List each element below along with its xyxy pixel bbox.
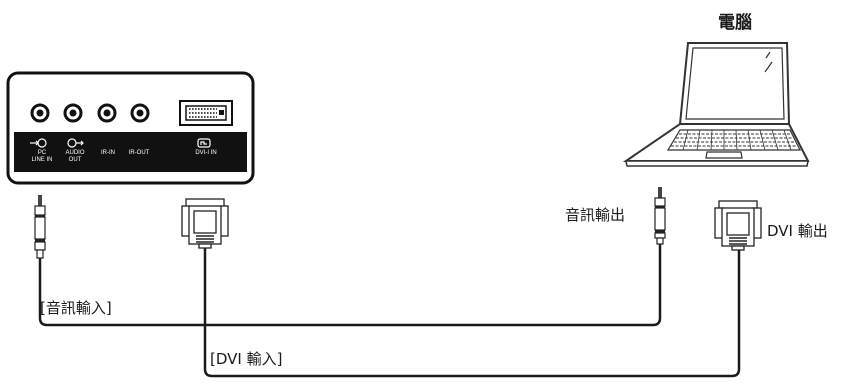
audio-cable bbox=[38, 242, 662, 327]
audio-input-label: [音訊輸入] bbox=[40, 299, 112, 317]
jack-ir-out bbox=[130, 103, 150, 123]
jack-ir-in bbox=[97, 103, 117, 123]
audio-output-label: 音訊輸出 bbox=[565, 206, 626, 224]
port-icons bbox=[30, 138, 211, 148]
dvi-output-label: DVI 輸出 bbox=[767, 222, 828, 240]
cables bbox=[38, 242, 741, 378]
dvi-port bbox=[179, 100, 233, 126]
dvi-plug-left bbox=[181, 198, 229, 249]
audio-plug-left bbox=[34, 195, 46, 259]
port-label-ir-in: IR-IN bbox=[101, 150, 115, 156]
port-label-audio-out: AUDIO OUT bbox=[65, 150, 85, 163]
port-label-pc-line-in: PC LINE IN bbox=[31, 150, 53, 163]
port-label-dvi-i-in: DVI-I IN bbox=[195, 150, 217, 156]
audio-out-icon bbox=[67, 138, 84, 148]
dvi-input-label: [DVI 輸入] bbox=[210, 350, 283, 368]
port-label-ir-out: IR-OUT bbox=[128, 150, 150, 156]
audio-plug-right bbox=[654, 187, 666, 245]
laptop bbox=[622, 42, 810, 167]
jack-audio-out bbox=[63, 103, 83, 123]
line-in-icon bbox=[30, 138, 47, 148]
dvi-icon bbox=[197, 138, 211, 148]
dvi-plug-right bbox=[714, 200, 762, 251]
jack-pc-line-in bbox=[30, 103, 50, 123]
dvi-cable bbox=[203, 246, 741, 378]
computer-label: 電腦 bbox=[718, 13, 752, 33]
monitor-panel bbox=[6, 71, 255, 185]
